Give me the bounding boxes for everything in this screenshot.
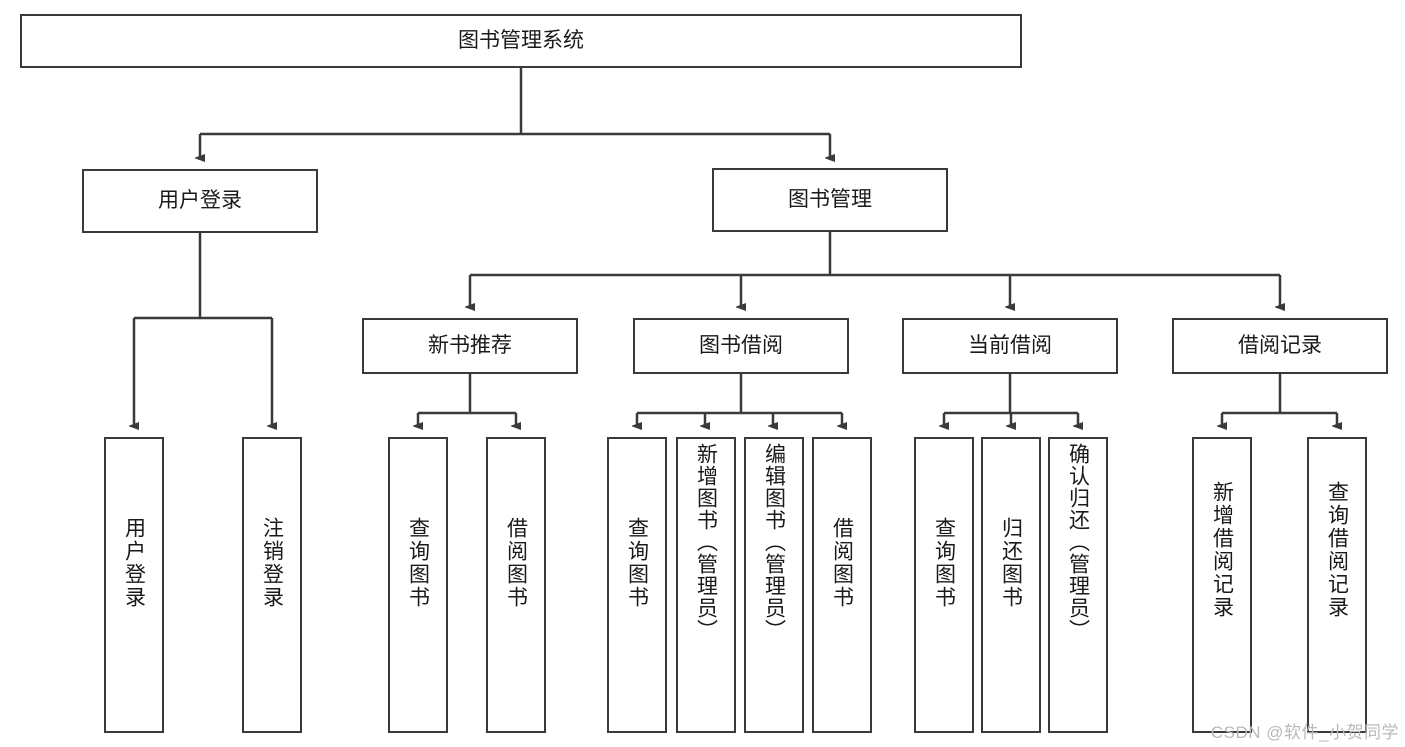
node-label: 借阅图书 — [504, 517, 528, 609]
node-label: 编辑图书（管理员） — [762, 443, 786, 641]
leaf-borrow-record-query[interactable]: 查询借阅记录 — [1307, 437, 1367, 733]
node-borrow-record[interactable]: 借阅记录 — [1172, 318, 1388, 374]
leaf-current-borrow-query[interactable]: 查询图书 — [914, 437, 974, 733]
node-label: 借阅图书 — [830, 517, 854, 609]
leaf-book-borrow-borrow[interactable]: 借阅图书 — [812, 437, 872, 733]
node-label: 借阅记录 — [1238, 334, 1322, 358]
leaf-new-book-borrow[interactable]: 借阅图书 — [486, 437, 546, 733]
leaf-book-borrow-add[interactable]: 新增图书（管理员） — [676, 437, 736, 733]
node-label: 图书借阅 — [699, 334, 783, 358]
node-root-system[interactable]: 图书管理系统 — [20, 14, 1022, 68]
node-label: 查询图书 — [932, 517, 956, 609]
node-label: 查询图书 — [625, 517, 649, 609]
node-label: 用户登录 — [158, 189, 242, 213]
node-label: 确认归还（管理员） — [1066, 443, 1090, 641]
watermark-text: CSDN @软件_小贺同学 — [1210, 723, 1399, 742]
leaf-new-book-query[interactable]: 查询图书 — [388, 437, 448, 733]
node-label: 新增借阅记录 — [1210, 481, 1234, 619]
node-user-login[interactable]: 用户登录 — [82, 169, 318, 233]
node-label: 当前借阅 — [968, 334, 1052, 358]
node-label: 图书管理系统 — [458, 29, 584, 53]
leaf-borrow-record-add[interactable]: 新增借阅记录 — [1192, 437, 1252, 733]
node-label: 注销登录 — [260, 517, 284, 609]
leaf-user-login-logout[interactable]: 注销登录 — [242, 437, 302, 733]
node-label: 图书管理 — [788, 188, 872, 212]
node-label: 归还图书 — [999, 517, 1023, 609]
node-label: 查询图书 — [406, 517, 430, 609]
node-new-book-recommend[interactable]: 新书推荐 — [362, 318, 578, 374]
node-label: 查询借阅记录 — [1325, 481, 1349, 619]
node-current-borrow[interactable]: 当前借阅 — [902, 318, 1118, 374]
node-book-management[interactable]: 图书管理 — [712, 168, 948, 232]
node-book-borrow[interactable]: 图书借阅 — [633, 318, 849, 374]
leaf-current-borrow-confirm-return[interactable]: 确认归还（管理员） — [1048, 437, 1108, 733]
leaf-book-borrow-edit[interactable]: 编辑图书（管理员） — [744, 437, 804, 733]
leaf-book-borrow-query[interactable]: 查询图书 — [607, 437, 667, 733]
leaf-current-borrow-return[interactable]: 归还图书 — [981, 437, 1041, 733]
node-label: 新增图书（管理员） — [694, 443, 718, 641]
node-label: 用户登录 — [122, 517, 146, 609]
leaf-user-login-login[interactable]: 用户登录 — [104, 437, 164, 733]
node-label: 新书推荐 — [428, 334, 512, 358]
